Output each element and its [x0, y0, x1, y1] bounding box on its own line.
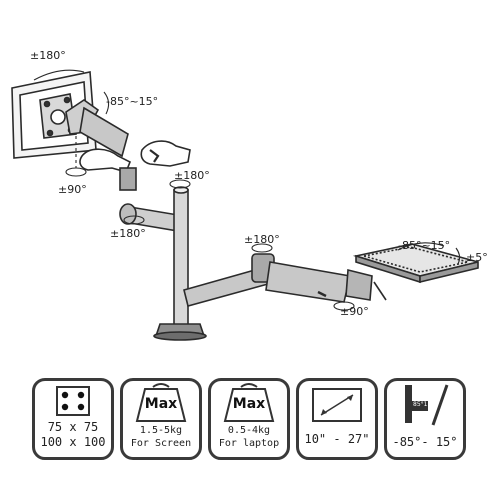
laptop-tilt-arrow-icon [397, 242, 445, 251]
tilt-arrow-icon [103, 91, 110, 115]
laptop-lip-arrow-icon [455, 247, 461, 265]
laptop-weight-range: 0.5-4kg [227, 425, 271, 436]
label-laptop-lip: ±5° [466, 251, 488, 264]
rotate-arrow-icon [65, 167, 87, 177]
laptop-weight-caption: For laptop [218, 438, 280, 449]
label-arm-joint-top: ±180° [174, 169, 210, 182]
joint-low-arrow-icon [123, 215, 145, 225]
label-laptop-rotate: ±90° [340, 305, 369, 318]
laptop-tilt-head [345, 268, 373, 301]
laptop-weight-title: Max [232, 396, 266, 412]
tilt-range-text: -85°- 15° [392, 435, 458, 449]
screen-weight-title: Max [144, 396, 178, 412]
screen-size-range: 10" - 27" [304, 432, 370, 446]
upper-gas-arm [79, 106, 129, 158]
screen-weight-caption: For Screen [130, 438, 192, 449]
vesa-pattern-icon [56, 386, 90, 416]
elbow-arrow-icon [251, 243, 273, 253]
feature-card-screen-size: 10" - 27" [296, 378, 378, 460]
label-monitor-tilt: -85°~15° [106, 95, 159, 108]
feature-card-tilt-range: 85°15° -85°- 15° [384, 378, 466, 460]
laptop-rotate-arrow-icon [333, 301, 355, 311]
feature-card-laptop-weight: Max 0.5-4kg For laptop [208, 378, 290, 460]
vesa-size-small: 75 x 75 [47, 420, 99, 434]
label-laptop-base: ±180° [244, 233, 280, 246]
center-pole [173, 189, 189, 329]
feature-card-screen-weight: Max 1.5-5kg For Screen [120, 378, 202, 460]
feature-card-vesa: 75 x 75 100 x 100 [32, 378, 114, 460]
laptop-tray [352, 243, 479, 284]
monitor-arm-diagram [11, 69, 479, 341]
joint-arrow-icon [169, 179, 191, 189]
weight-screen-icon [135, 383, 187, 422]
label-laptop-tilt: -85°~15° [398, 239, 451, 252]
tilt-badge: 85°15° [413, 401, 435, 408]
tilt-range-icon [405, 384, 449, 426]
label-arm-joint-low: ±180° [110, 227, 146, 240]
hand-right [140, 140, 191, 167]
swivel-arrow-icon [33, 69, 85, 81]
arm-joint-block [119, 167, 137, 191]
vesa-size-large: 100 x 100 [40, 435, 106, 449]
hex-key-icon [149, 149, 160, 163]
weight-laptop-icon [223, 383, 275, 422]
screen-weight-range: 1.5-5kg [139, 425, 183, 436]
label-monitor-swivel: ±180° [30, 49, 66, 62]
screen-size-icon [312, 388, 362, 422]
laptop-gas-arm [265, 261, 351, 303]
label-monitor-rotate: ±90° [58, 183, 87, 196]
